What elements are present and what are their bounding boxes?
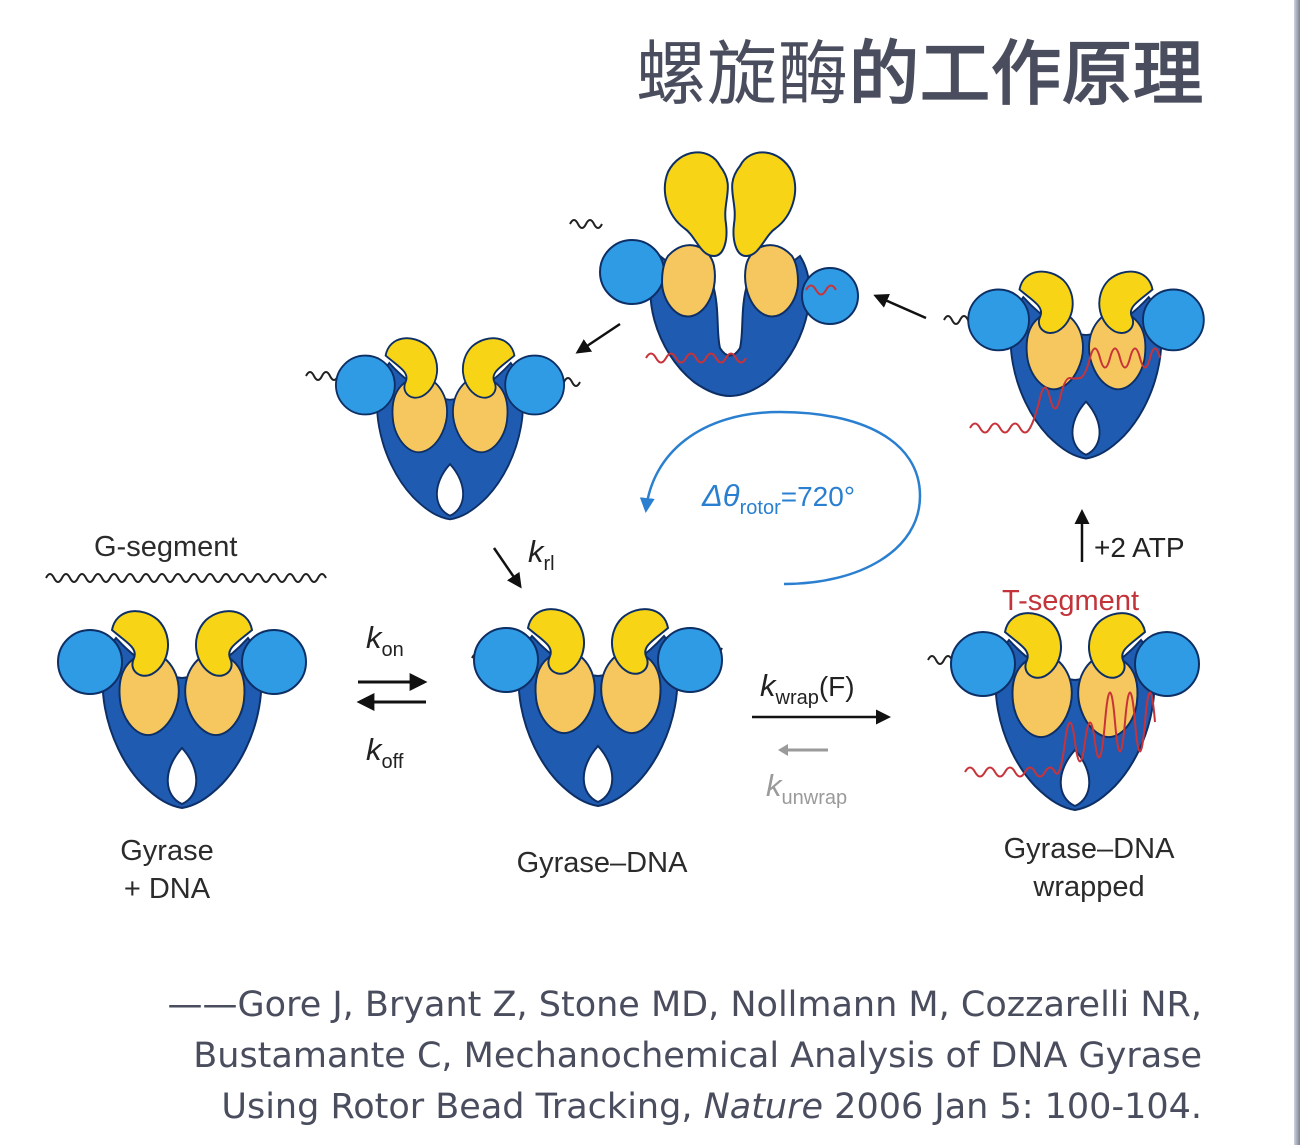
slide-title-part2: 的工作原理: [849, 33, 1204, 115]
slide-title: 螺旋酶的工作原理: [636, 18, 1204, 119]
citation-line3: Using Rotor Bead Tracking, Nature 2006 J…: [42, 1082, 1202, 1133]
kwrap-kunwrap-arrows: [752, 709, 891, 756]
k-wrap-symbol: k: [760, 668, 776, 703]
k-rl-subscript: rl: [543, 553, 555, 575]
gyrase-plus-dna-line1: Gyrase: [120, 835, 214, 867]
gyrase-dna-label: Gyrase–DNA: [516, 847, 688, 879]
k-wrap-label: kwrap(F): [760, 668, 855, 710]
rotor-angle-symbol: Δθ: [702, 478, 740, 513]
wrapped-label-line1: Gyrase–DNA: [1003, 833, 1175, 865]
citation-line3-before: Using Rotor Bead Tracking,: [221, 1087, 704, 1127]
k-off-symbol: k: [366, 732, 382, 767]
release-arrow: [575, 322, 621, 354]
k-unwrap-label: kunwrap: [766, 768, 847, 810]
citation-line3-after: 2006 Jan 5: 100-104.: [823, 1087, 1202, 1127]
k-on-label: kon: [366, 620, 404, 662]
citation-line2: Bustamante C, Mechanochemical Analysis o…: [193, 1036, 1202, 1076]
wrapped-label-line2: wrapped: [1033, 871, 1145, 903]
atp-label: +2 ATP: [1094, 532, 1185, 563]
k-unwrap-subscript: unwrap: [781, 787, 848, 809]
citation: ——Gore J, Bryant Z, Stone MD, Nollmann M…: [42, 980, 1202, 1133]
rotor-rotation-arrow: [639, 410, 922, 586]
gyrase-mechanism-diagram: G-segment T-segment Gyrase + DNA Gyrase–…: [0, 120, 1300, 940]
k-on-symbol: k: [366, 620, 382, 655]
gyrase-free-illustration: [57, 610, 307, 809]
citation-line1: ——Gore J, Bryant Z, Stone MD, Nollmann M…: [167, 985, 1202, 1025]
kon-koff-arrows: [356, 673, 428, 711]
k-wrap-subscript: wrap: [775, 687, 819, 709]
citation-journal: Nature: [703, 1087, 824, 1127]
t-segment-label: T-segment: [1002, 585, 1139, 617]
diagram-canvas: [45, 151, 1205, 811]
k-on-subscript: on: [381, 639, 404, 661]
krl-arrow: [492, 547, 522, 589]
k-rl-label: krl: [528, 534, 555, 576]
k-off-subscript: off: [381, 751, 404, 773]
gyrase-capture-illustration: [305, 337, 581, 521]
gyrase-open-gate-illustration: [569, 151, 859, 397]
gyrase-plus-dna-line2: + DNA: [123, 873, 211, 905]
rotor-angle-value: =720°: [780, 481, 856, 512]
rotor-angle-label: Δθrotor=720°: [702, 478, 855, 520]
gyrase-atp-bound-illustration: [943, 270, 1205, 460]
slide-edge-strip: [1294, 0, 1300, 1145]
g-segment-dna: [45, 573, 327, 583]
rotor-angle-subscript: rotor: [739, 497, 781, 519]
k-off-label: koff: [366, 732, 403, 774]
g-segment-label: G-segment: [94, 531, 238, 563]
gyrase-dna-complex-illustration: [471, 608, 723, 807]
k-rl-symbol: k: [528, 534, 544, 569]
return-arrow-top: [873, 293, 927, 320]
gyrase-dna-wrapped-label: Gyrase–DNA wrapped: [984, 830, 1194, 906]
gyrase-dna-wrapped-illustration: [927, 612, 1200, 811]
k-wrap-suffix: (F): [818, 671, 855, 702]
slide-title-part1: 螺旋酶: [636, 33, 849, 115]
gyrase-plus-dna-label: Gyrase + DNA: [100, 832, 234, 908]
k-unwrap-symbol: k: [766, 768, 782, 803]
